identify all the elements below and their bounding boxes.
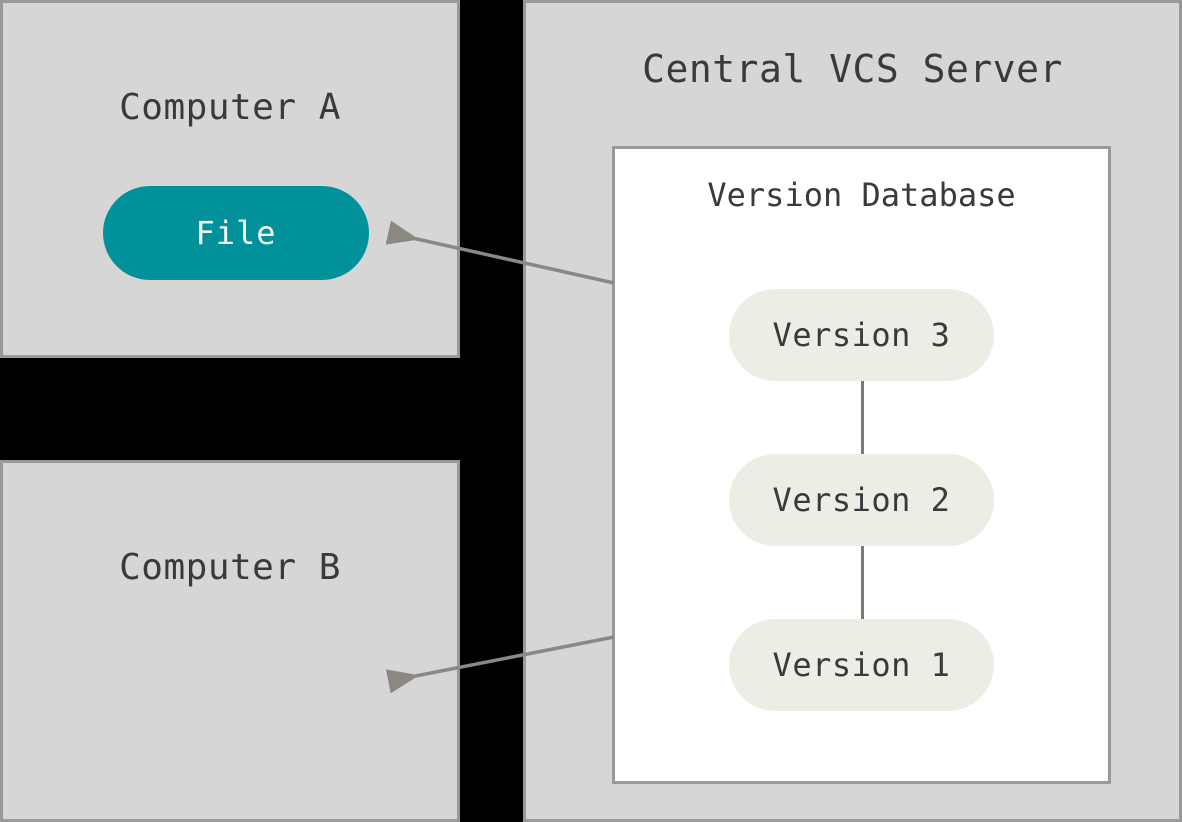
version-link-2-to-1: [861, 546, 864, 619]
version-link-3-to-2: [861, 381, 864, 454]
version-database-title: Version Database: [707, 176, 1016, 214]
panel-computer-b: Computer B File: [0, 460, 460, 822]
panel-central-vcs-server: Central VCS Server Version Database Vers…: [523, 0, 1182, 822]
panel-title-computer-a: Computer A: [119, 87, 341, 128]
version-node-label: Version 3: [772, 316, 951, 354]
panel-title-computer-b: Computer B: [119, 547, 341, 588]
file-node-computer-a[interactable]: File: [103, 186, 369, 280]
version-node-1[interactable]: Version 1: [729, 619, 994, 711]
file-node-label: File: [195, 214, 277, 252]
panel-title-central-vcs-server: Central VCS Server: [642, 47, 1063, 91]
version-node-3[interactable]: Version 3: [729, 289, 994, 381]
version-database-box: Version Database Version 3 Version 2 Ver…: [612, 146, 1111, 784]
version-node-label: Version 1: [772, 646, 951, 684]
version-node-2[interactable]: Version 2: [729, 454, 994, 546]
panel-computer-a: Computer A File: [0, 0, 460, 358]
version-node-label: Version 2: [772, 481, 951, 519]
